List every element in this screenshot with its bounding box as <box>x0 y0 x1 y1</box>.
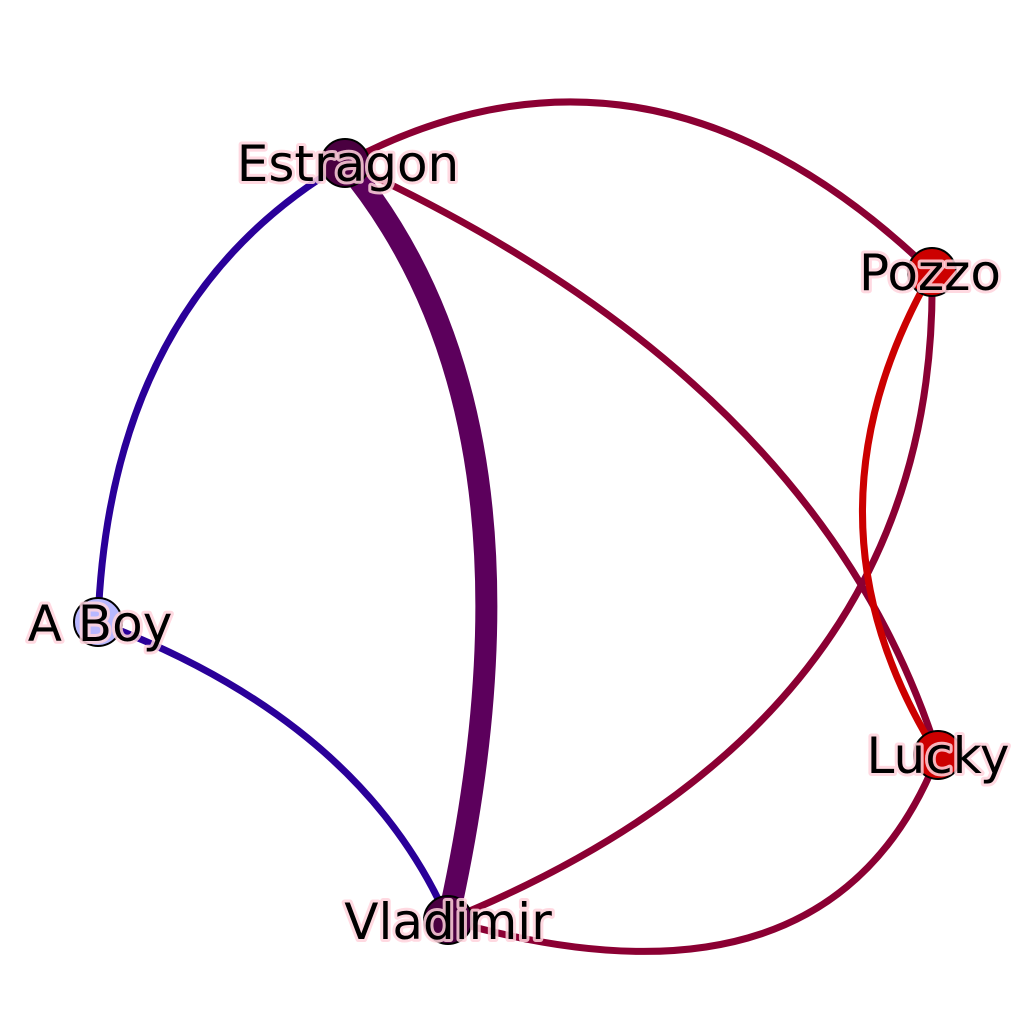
edge-pozzo-vladimir <box>444 268 936 924</box>
node-aboy <box>73 597 123 647</box>
edge-estragon-lucky <box>341 159 942 759</box>
edge-estragon-aboy <box>94 159 349 626</box>
edge-vladimir-lucky <box>444 751 942 955</box>
node-estragon <box>320 138 370 188</box>
edges-layer <box>94 98 942 955</box>
node-label-pozzo: Pozzo <box>859 244 1001 302</box>
node-vladimir <box>423 895 473 945</box>
nodes-layer <box>73 138 963 945</box>
node-label-estragon: Estragon <box>237 135 459 193</box>
node-label-vladimir: Vladimir <box>344 893 552 951</box>
edge-estragon-pozzo <box>341 98 936 276</box>
node-label-lucky: Lucky <box>867 727 1010 785</box>
edge-pozzo-lucky <box>859 268 942 759</box>
edge-aboy-vladimir <box>94 618 452 924</box>
node-label-aboy: A Boy <box>28 595 173 653</box>
edge-estragon-vladimir <box>334 152 498 931</box>
node-pozzo <box>907 247 957 297</box>
node-lucky <box>913 730 963 780</box>
